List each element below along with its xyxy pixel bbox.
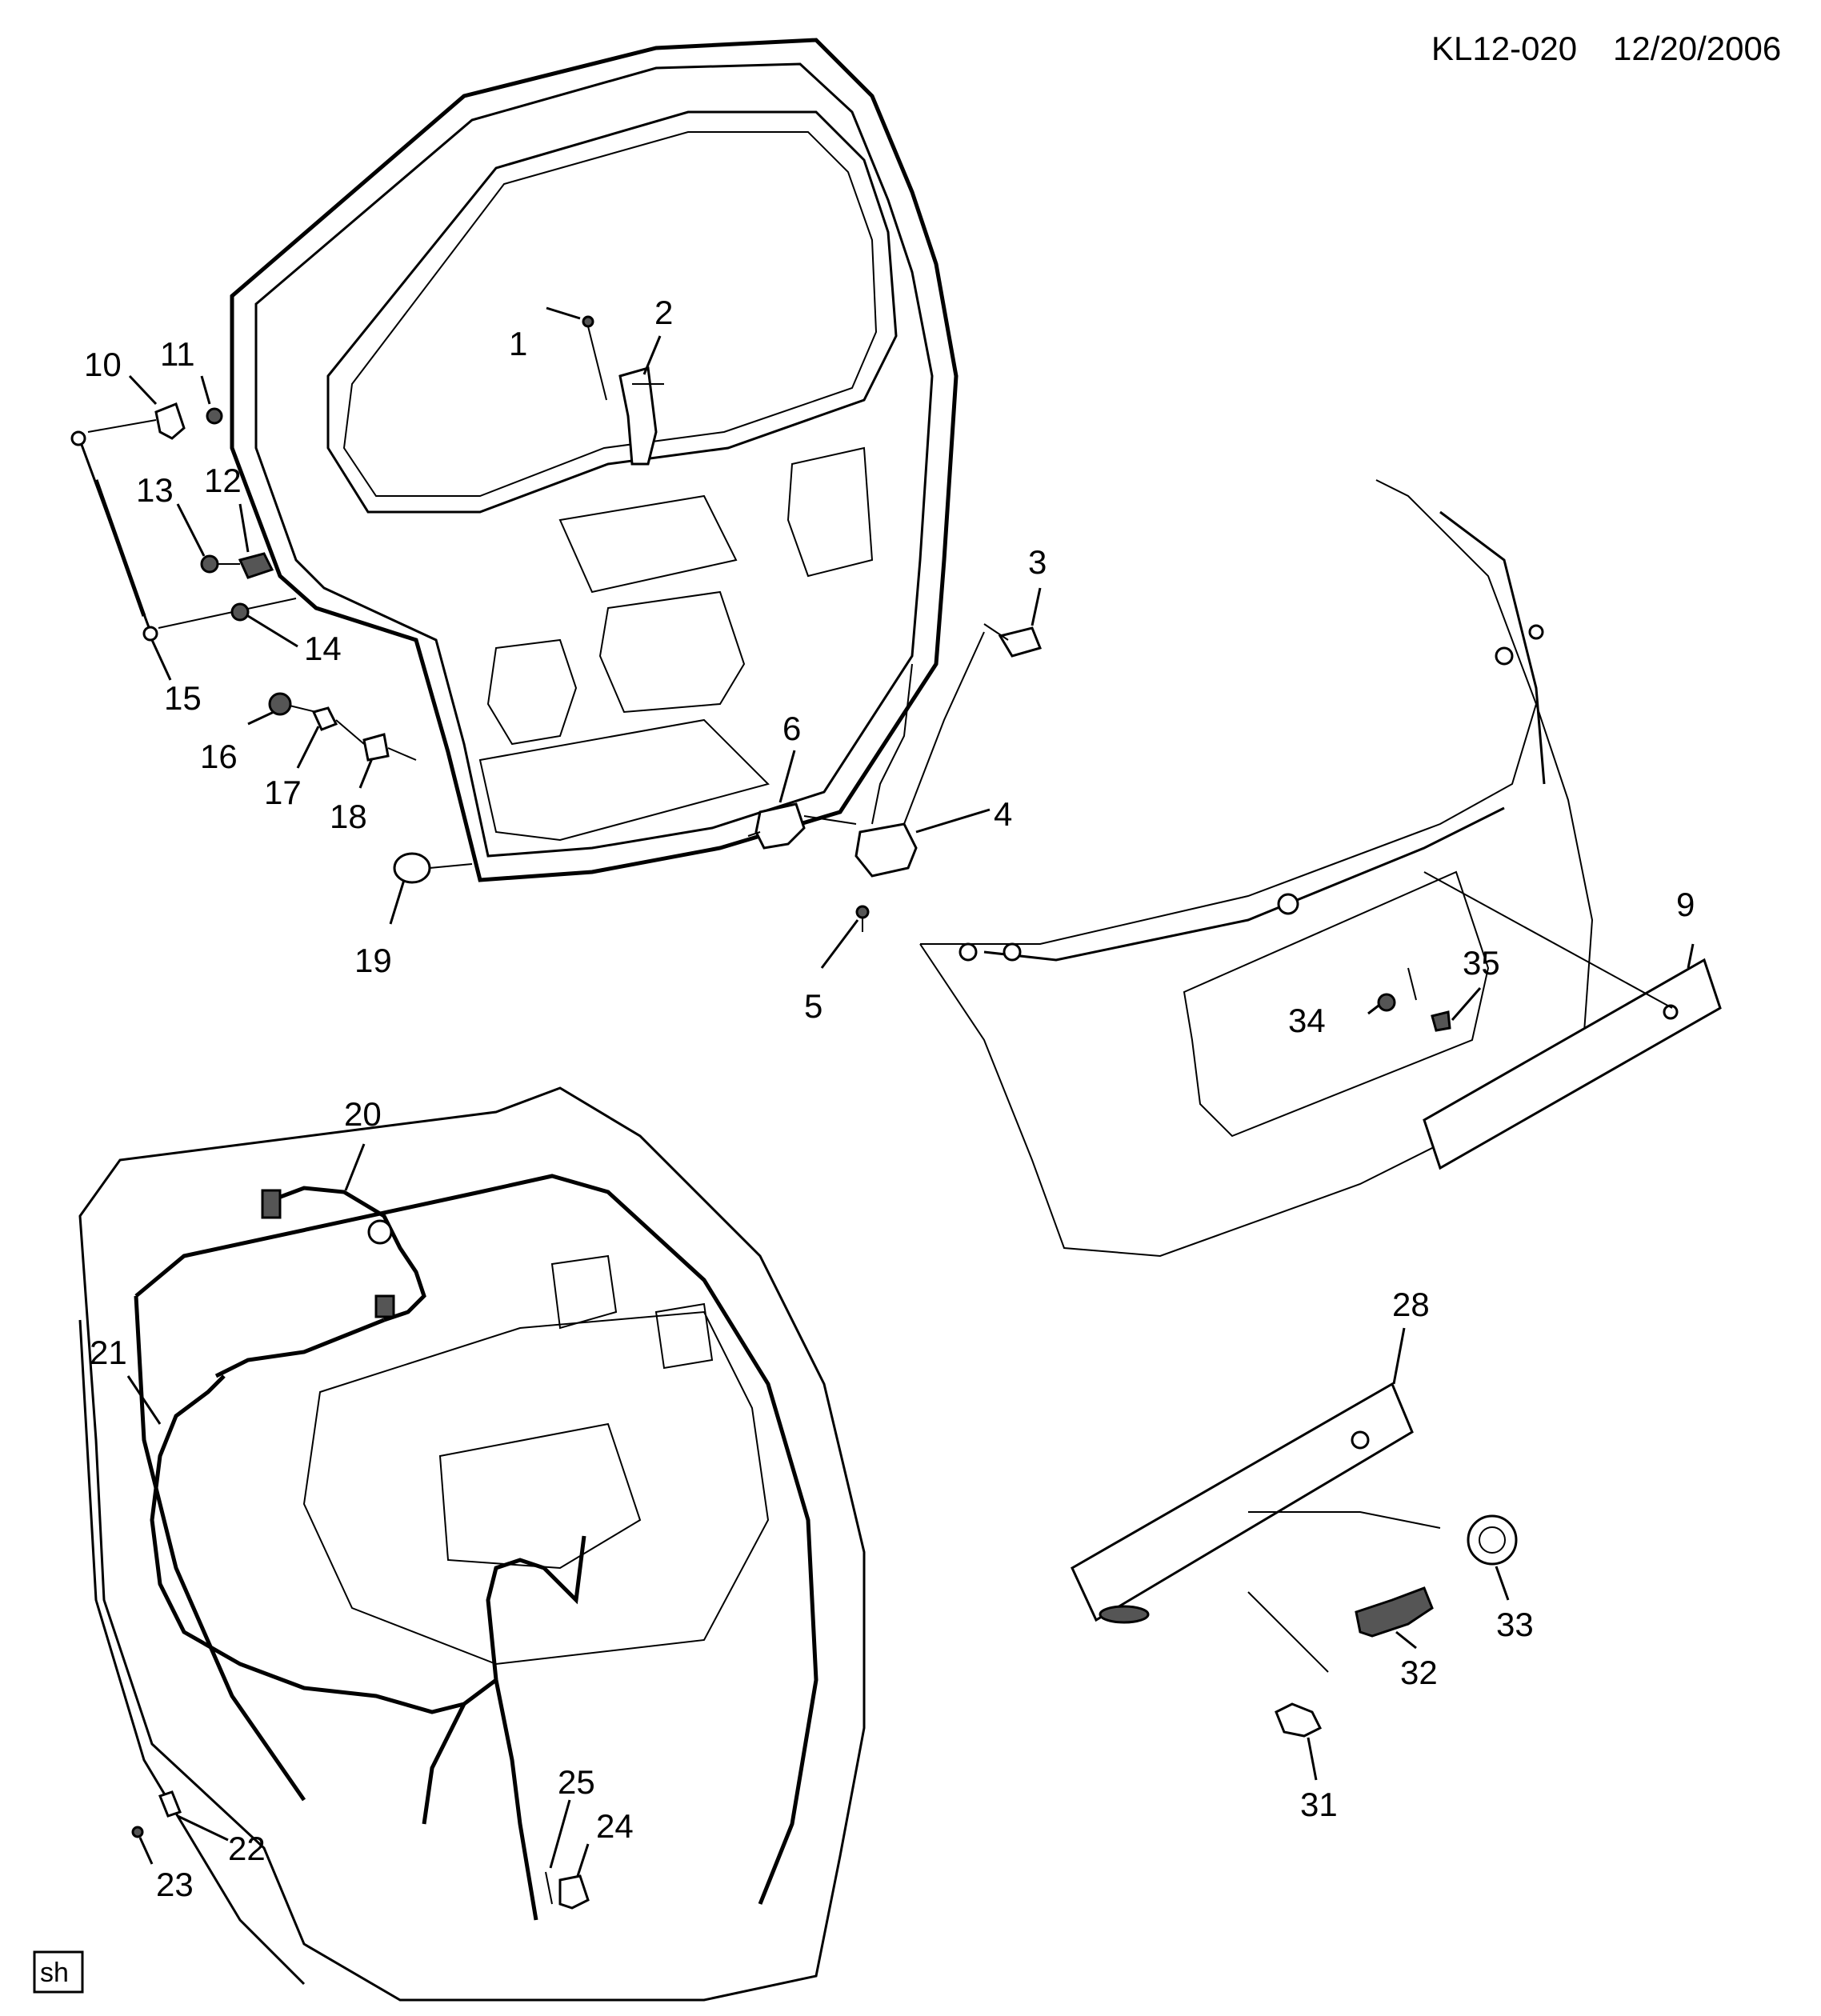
callout-11: 11 [160,335,195,373]
doc-date: 12/20/2006 [1613,30,1781,67]
liftgate-wiring-harness [214,1186,426,1378]
callout-18: 18 [330,798,367,835]
callout-32: 32 [1400,1654,1438,1691]
corner-tag-text: sh [40,1958,69,1988]
window-release-switch [871,623,1043,849]
callout-10: 10 [84,346,122,383]
callout-20: 20 [344,1095,382,1133]
callout-1: 1 [509,325,527,362]
callout-16: 16 [200,738,238,775]
callout-13: 13 [136,471,174,509]
strut-parts [70,402,297,642]
latch-parts [747,802,918,932]
callout-35: 35 [1463,944,1500,982]
body-wiring-harness [150,1374,586,1921]
grommets [268,692,473,884]
applique-upper [1423,871,1722,1170]
window-latch-parts [582,315,664,466]
callout-labels: 1 2 3 4 5 6 9 10 11 12 13 14 15 16 17 18… [84,294,1695,1903]
callout-24: 24 [596,1807,634,1845]
callout-22: 22 [228,1830,266,1867]
rear-body-opening [78,1086,866,2002]
callout-15: 15 [164,679,202,717]
callout-34: 34 [1288,1002,1326,1039]
callout-5: 5 [804,987,822,1025]
callout-33: 33 [1496,1606,1534,1643]
lower-parts [131,1790,590,1910]
callout-9: 9 [1676,886,1695,923]
liftgate-outer-panel [919,479,1594,1258]
callout-17: 17 [264,774,302,811]
applique-lower [1071,1382,1441,1673]
callout-23: 23 [156,1866,194,1903]
liftgate-assembly [230,38,959,882]
leader-lines [126,306,1695,1877]
callout-28: 28 [1392,1286,1430,1323]
callout-31: 31 [1300,1786,1338,1823]
emblems [1275,1514,1518,1738]
corner-tag: sh [33,1950,84,1994]
doc-id: KL12-020 [1431,30,1577,67]
nut-bolt [1377,967,1451,1032]
callout-21: 21 [90,1334,127,1371]
bumper-parts [200,552,274,622]
callout-19: 19 [354,942,392,979]
callout-4: 4 [994,795,1012,833]
callout-6: 6 [782,710,801,747]
callout-25: 25 [558,1763,595,1801]
callout-3: 3 [1028,543,1047,581]
callout-12: 12 [204,462,242,499]
callout-2: 2 [654,294,673,331]
callout-14: 14 [304,630,342,667]
